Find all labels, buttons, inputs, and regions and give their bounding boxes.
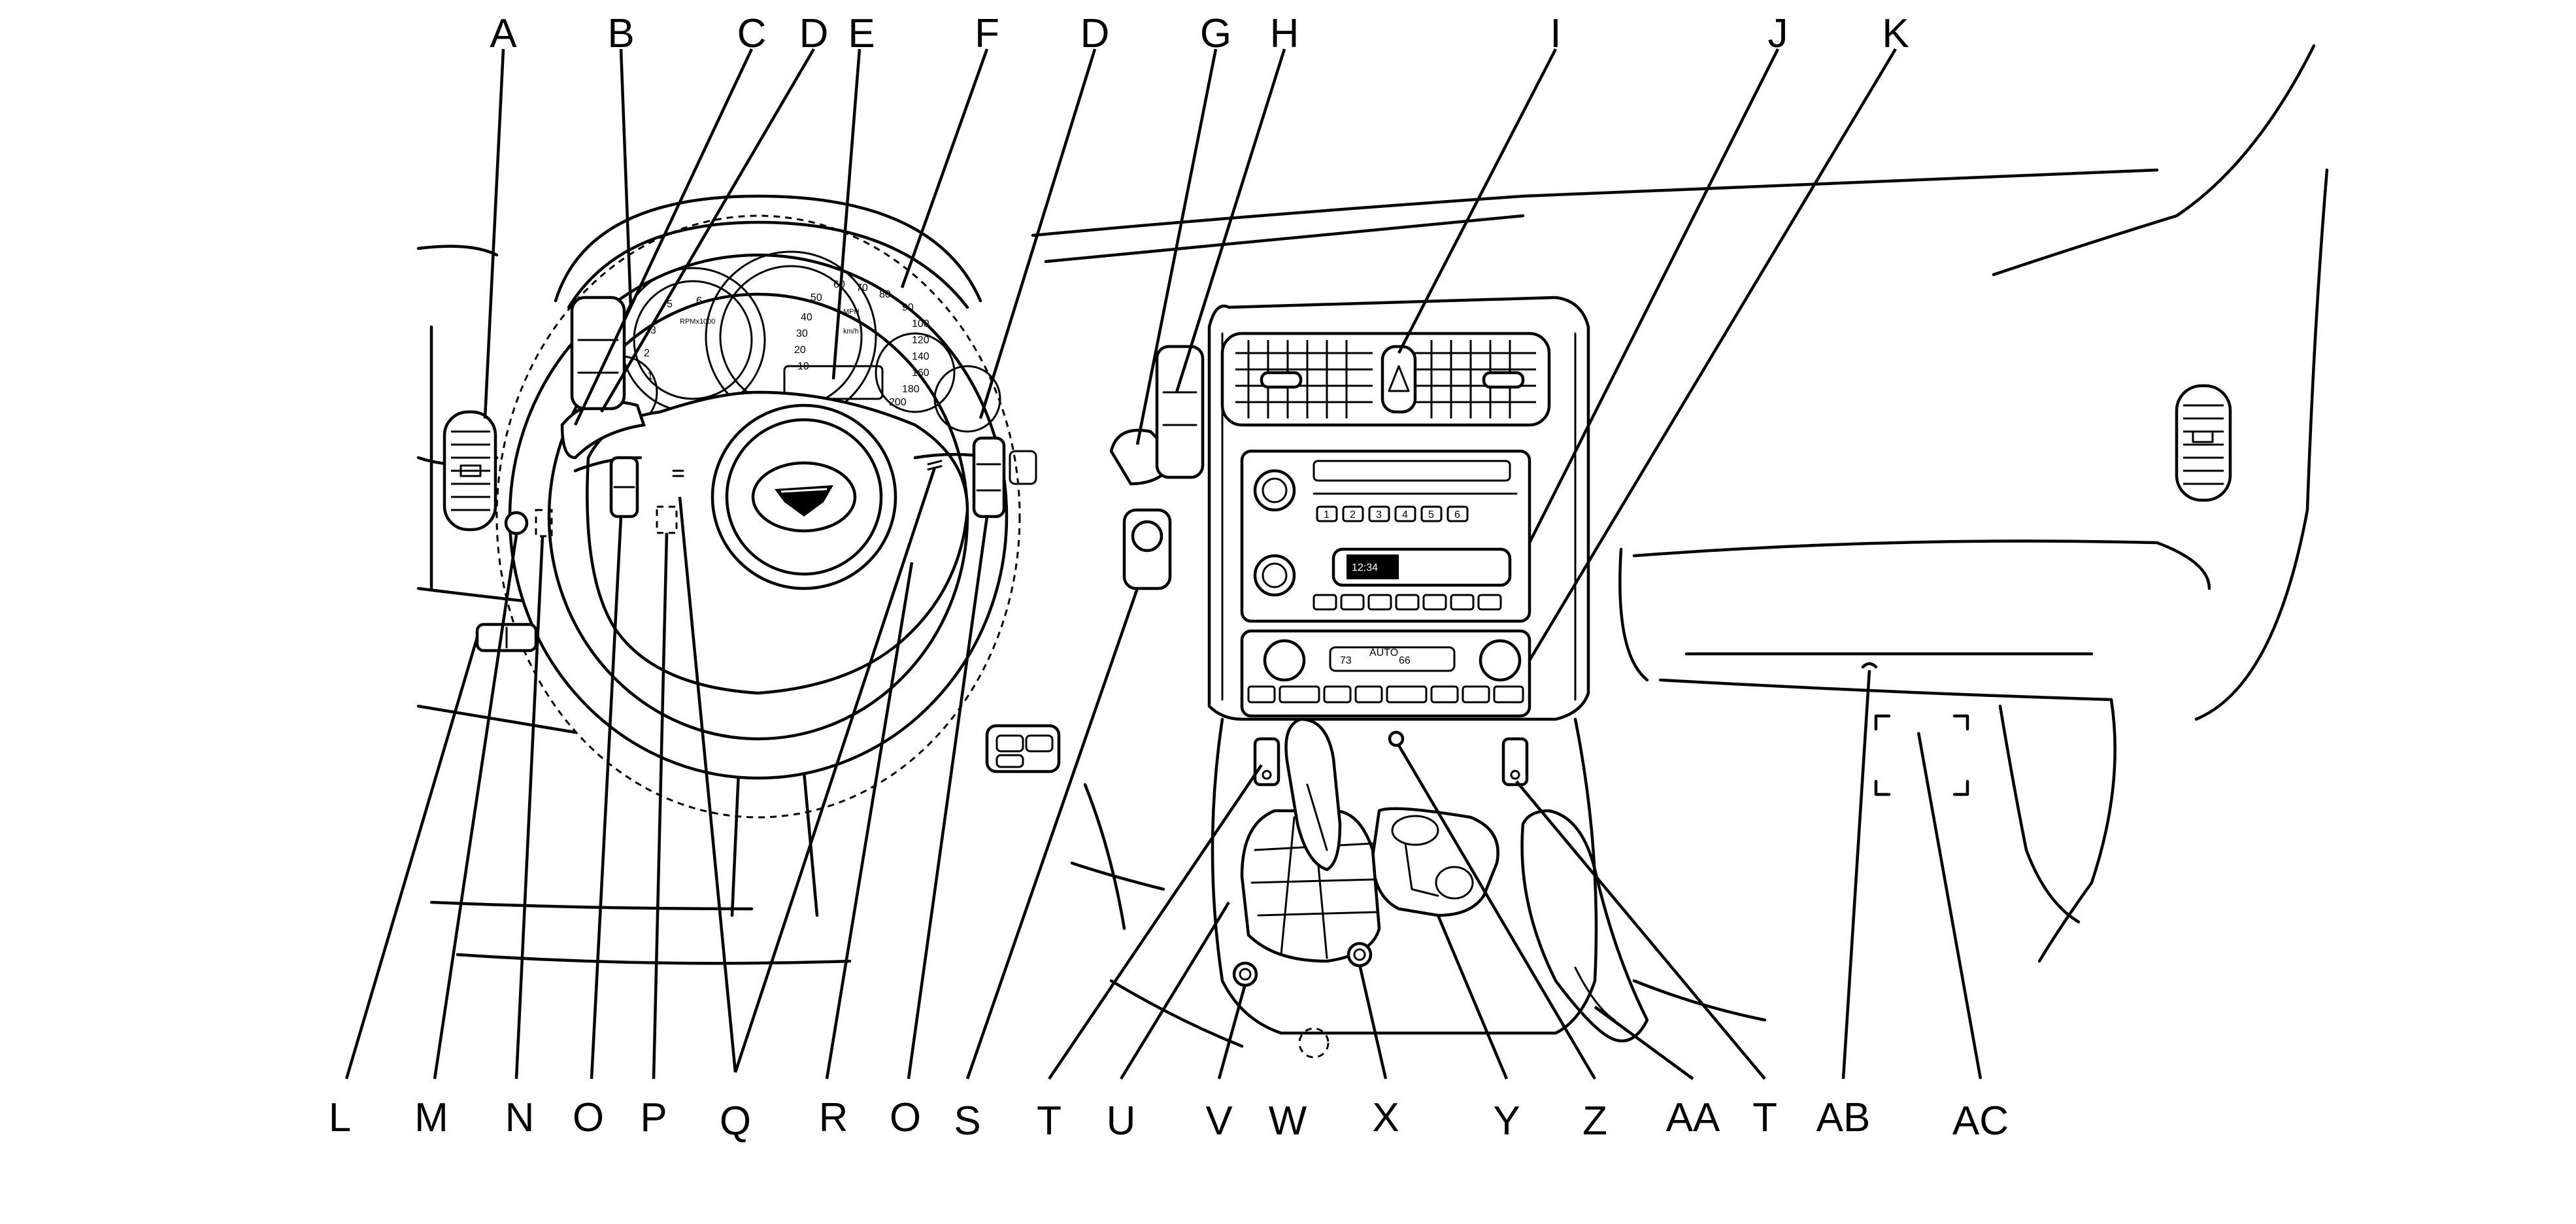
right-wheel-controls[interactable] xyxy=(972,436,1006,518)
speedo-140: 140 xyxy=(912,351,929,362)
callout-W: W xyxy=(1269,1098,1307,1144)
temp-gauge xyxy=(875,332,956,413)
climate-passenger-knob[interactable] xyxy=(1479,639,1522,682)
climate-right-temp: 66 xyxy=(1399,655,1411,666)
right-cluster-buttons[interactable] xyxy=(1155,345,1205,479)
radio-preset-3[interactable]: 3 xyxy=(1376,509,1382,520)
callout-AB: AB xyxy=(1816,1095,1871,1140)
speedo-90: 90 xyxy=(902,302,914,313)
headlamp-switch[interactable] xyxy=(504,511,529,536)
speedo-70: 70 xyxy=(856,282,868,294)
callout-AC: AC xyxy=(1952,1098,2009,1144)
callout-J: J xyxy=(1768,11,1788,56)
callout-X: X xyxy=(1372,1095,1399,1140)
oil-gauge xyxy=(933,365,1001,433)
callout-H: H xyxy=(1270,11,1299,56)
callout-labels-bottom: L M N O P Q R O S T U V W X Y Z AA T AB … xyxy=(329,1095,2009,1144)
climate-driver-knob[interactable] xyxy=(1263,639,1306,682)
callout-P: P xyxy=(640,1095,667,1140)
speedo-80: 80 xyxy=(879,289,891,300)
callout-O-left: O xyxy=(573,1095,604,1140)
callout-F: F xyxy=(975,11,999,56)
dashboard-outline xyxy=(416,44,2329,1059)
climate-control-unit: 73 AUTO 66 xyxy=(1240,629,1531,718)
callout-G: G xyxy=(1200,11,1231,56)
callout-leaders xyxy=(344,48,1982,1080)
column-stalks xyxy=(475,296,1205,774)
left-air-vent xyxy=(443,410,497,532)
callout-D-right: D xyxy=(1080,11,1110,56)
tach-digit-6: 6 xyxy=(696,296,702,307)
callout-N: N xyxy=(505,1095,535,1140)
speedo-unit-kmh: km/h xyxy=(843,328,859,335)
left-cluster-buttons[interactable] xyxy=(570,296,626,411)
radio-clock: 12:34 xyxy=(1352,562,1378,573)
tach-digit-1: 1 xyxy=(647,371,653,382)
center-air-vents xyxy=(1220,332,1551,427)
tach-unit: RPMx1000 xyxy=(680,318,715,326)
heated-seat-buttons xyxy=(1253,730,1529,787)
tach-digit-2: 2 xyxy=(644,348,650,359)
callout-E: E xyxy=(848,11,875,56)
steering-wheel-assembly: 5 6 3 2 1 RPMx1000 70 60 80 90 100 120 1… xyxy=(495,194,1037,819)
callout-U: U xyxy=(1107,1098,1136,1144)
speedo-40: 40 xyxy=(801,312,812,323)
callout-A: A xyxy=(490,11,517,56)
callout-T-left: T xyxy=(1037,1098,1062,1144)
crossed-flags-logo xyxy=(775,485,833,517)
hazard-button[interactable] xyxy=(1380,345,1417,414)
speedo-50: 50 xyxy=(811,292,822,303)
instrument-cluster: 5 6 3 2 1 RPMx1000 70 60 80 90 100 120 1… xyxy=(584,250,1001,433)
callout-V: V xyxy=(1205,1098,1233,1144)
radio-volume-knob[interactable] xyxy=(1253,469,1296,512)
climate-auto-indicator: AUTO xyxy=(1369,647,1398,658)
right-air-vent xyxy=(2175,384,2232,502)
speedo-20: 20 xyxy=(794,345,806,356)
speedo-unit-mph: MPH xyxy=(843,308,860,316)
callout-B: B xyxy=(607,11,634,56)
callout-L: L xyxy=(329,1095,351,1140)
passenger-airbag-indicator xyxy=(1388,730,1405,747)
callout-M: M xyxy=(414,1095,448,1140)
callout-T-right: T xyxy=(1752,1095,1777,1140)
radio-preset-2[interactable]: 2 xyxy=(1350,509,1356,520)
callout-AA: AA xyxy=(1666,1095,1720,1140)
speedo-100: 100 xyxy=(912,318,929,330)
radio-preset-5[interactable]: 5 xyxy=(1428,509,1434,520)
callout-Q: Q xyxy=(720,1098,751,1144)
callout-R: R xyxy=(819,1095,848,1140)
speedo-30: 30 xyxy=(796,328,808,339)
climate-left-temp: 73 xyxy=(1340,655,1352,666)
radio-tune-knob[interactable] xyxy=(1253,554,1296,597)
callout-Z: Z xyxy=(1582,1098,1607,1144)
callout-S: S xyxy=(954,1098,980,1144)
passenger-heated-seat-button[interactable] xyxy=(1501,737,1529,787)
callout-I: I xyxy=(1550,11,1561,56)
speedo-160: 160 xyxy=(912,367,929,379)
tach-digit-5: 5 xyxy=(667,299,673,310)
callout-labels-top: A B C D E F D G H I J K xyxy=(490,11,1909,56)
hazard-icon xyxy=(1388,365,1410,392)
callout-K: K xyxy=(1882,11,1909,56)
radio-preset-6[interactable]: 6 xyxy=(1454,509,1460,520)
corvette-emblem xyxy=(751,461,857,533)
callout-O-right: O xyxy=(890,1095,921,1140)
radio-unit: 1 2 3 4 5 6 12:34 xyxy=(1240,449,1531,623)
callout-D-left: D xyxy=(799,11,829,56)
radio-preset-4[interactable]: 4 xyxy=(1402,509,1408,520)
radio-preset-1[interactable]: 1 xyxy=(1324,509,1330,520)
callout-C: C xyxy=(737,11,767,56)
speedo-200: 200 xyxy=(889,397,907,408)
climate-display xyxy=(1329,646,1456,672)
glovebox-release xyxy=(1861,662,1969,796)
speedo-180: 180 xyxy=(902,384,920,395)
callout-Y: Y xyxy=(1493,1098,1520,1144)
speedo-120: 120 xyxy=(912,335,929,346)
driver-heated-seat-button[interactable] xyxy=(1253,737,1280,787)
tach-digit-3: 3 xyxy=(650,325,656,336)
